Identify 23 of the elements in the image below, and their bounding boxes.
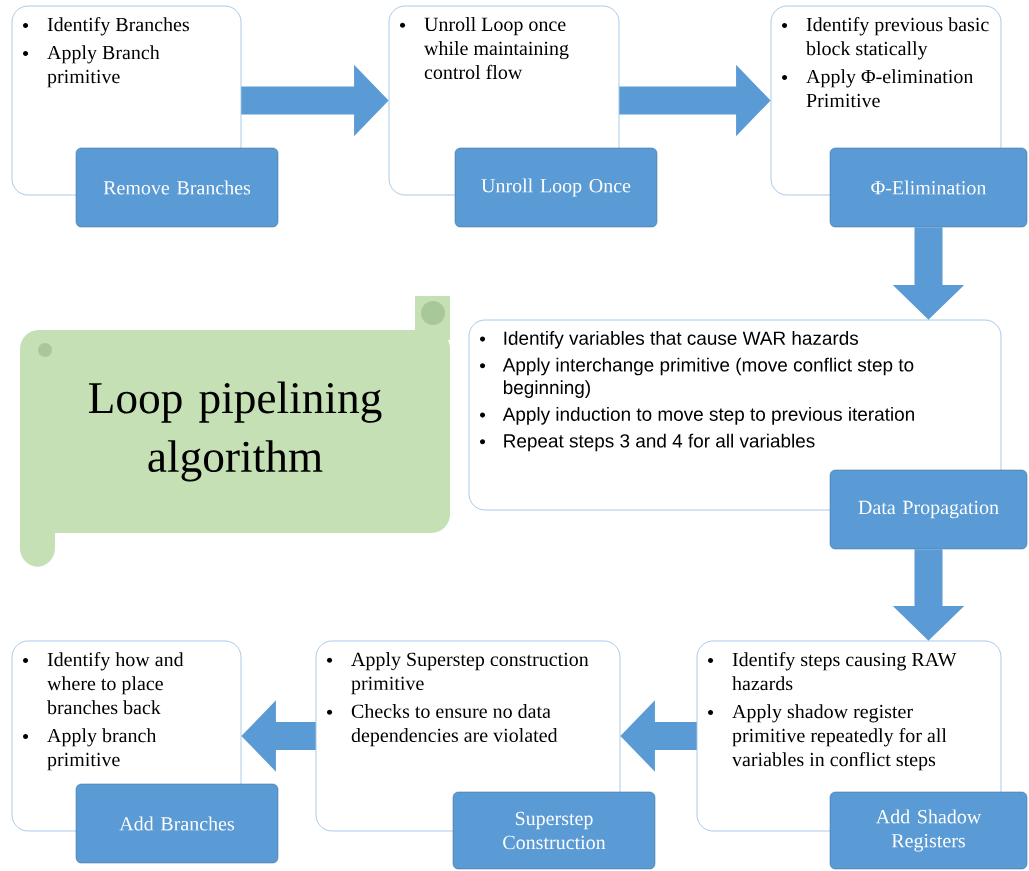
- bullet-item: Apply branch primitive: [23, 728, 157, 771]
- bullet-item: Identify Branches: [23, 17, 189, 36]
- bullet-item: Apply interchange primitive (move conflict step to beginning): [480, 357, 914, 398]
- bullet-item: Identify variables that cause WAR hazards: [480, 331, 859, 349]
- bullet-item: Identify steps causing RAW hazards: [708, 652, 957, 691]
- step-label-box: Superstep Construction: [452, 791, 656, 870]
- step-label-box: Φ-Elimination: [829, 147, 1028, 228]
- bullet-item: Identify how and where to place branches back: [23, 652, 184, 715]
- step-label-box: Add Shadow Registers: [829, 791, 1028, 870]
- bullet-item: Apply Branch primitive: [23, 45, 160, 88]
- step-label-box: Remove Branches: [75, 147, 279, 228]
- step-label-box: Data Propagation: [829, 469, 1028, 550]
- bullet-item: Unroll Loop once while maintaining control flow: [400, 17, 569, 80]
- step-label-box: Unroll Loop Once: [454, 147, 658, 228]
- bullet-item: Apply Superstep construction primitive: [327, 652, 589, 695]
- bullet-item: Apply Φ-elimination Primitive: [782, 69, 974, 108]
- bullet-item: Checks to ensure no data dependencies are violated: [327, 704, 558, 747]
- bullet-item: Apply induction to move step to previous iteration: [480, 407, 914, 425]
- scroll-banner: Loop pipelining algorithm: [20, 296, 450, 567]
- bullet-item: Identify previous basic block statically: [782, 17, 989, 60]
- bullet-item: Apply shadow register primitive repeatedly for all variables in conflict steps: [708, 704, 947, 771]
- step-label-box: Add Branches: [75, 783, 279, 864]
- bullet-item: Repeat steps 3 and 4 for all variables: [480, 433, 815, 452]
